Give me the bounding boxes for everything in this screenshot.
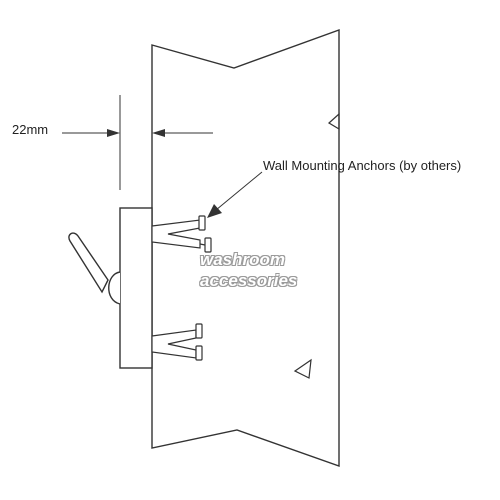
mounting-plate [119,207,153,369]
watermark-logo: washroom accessories [200,249,310,291]
watermark-line-2: accessories [200,271,298,290]
anchor-lower [151,323,203,361]
callout-leader-line [215,171,263,211]
dimension-arrow-right-head [152,129,165,137]
dimension-arrow-left-head [107,129,120,137]
anchor-upper [151,215,212,253]
callout-leader-arrowhead [207,204,222,218]
dimension-label: 22mm [12,122,49,137]
section-marker-lower [293,358,312,379]
hook-boss [108,271,121,305]
hook-arm [68,232,109,294]
watermark-line-1: washroom [200,250,286,269]
callout-label: Wall Mounting Anchors (by others) [263,158,462,173]
wall-section [151,29,340,467]
section-marker-upper [327,112,340,131]
